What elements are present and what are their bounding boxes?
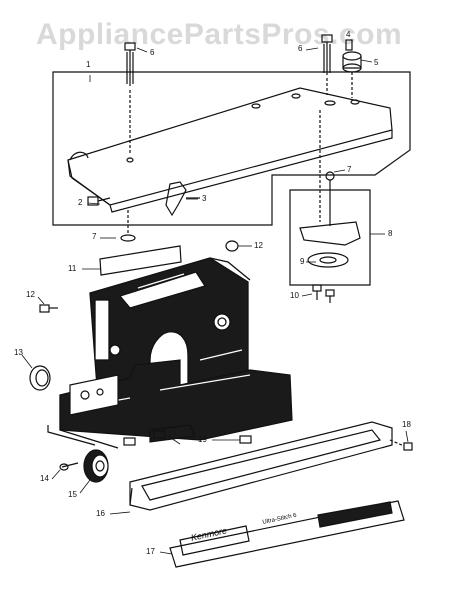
callout-8: 8 [388, 229, 393, 238]
callout-16: 16 [96, 509, 105, 518]
callout-6b: 6 [298, 44, 303, 53]
callout-9: 9 [300, 257, 305, 266]
top-cover-group-outline [52, 71, 411, 226]
callout-5: 5 [374, 58, 379, 67]
top-cover-plate [67, 87, 393, 206]
watermark: AppliancePartsPros.com [36, 18, 403, 51]
callout-1: 1 [86, 60, 91, 69]
callout-19: 19 [198, 435, 207, 444]
callout-2: 2 [78, 198, 83, 207]
callout-6a: 6 [150, 48, 155, 57]
tension-assembly-outline [289, 189, 371, 286]
machine-base [59, 359, 293, 443]
callout-15: 15 [68, 490, 77, 499]
callout-7b: 7 [92, 232, 97, 241]
callout-18: 18 [402, 420, 411, 429]
callout-11: 11 [68, 264, 77, 273]
callout-10: 10 [290, 291, 299, 300]
callout-7a: 7 [347, 165, 352, 174]
callout-14: 14 [40, 474, 49, 483]
callout-17: 17 [146, 547, 155, 556]
callout-13: 13 [14, 348, 23, 357]
callout-12a: 12 [254, 241, 263, 250]
callout-4: 4 [346, 30, 351, 39]
callout-12b: 12 [26, 290, 35, 299]
callout-3: 3 [202, 194, 207, 203]
